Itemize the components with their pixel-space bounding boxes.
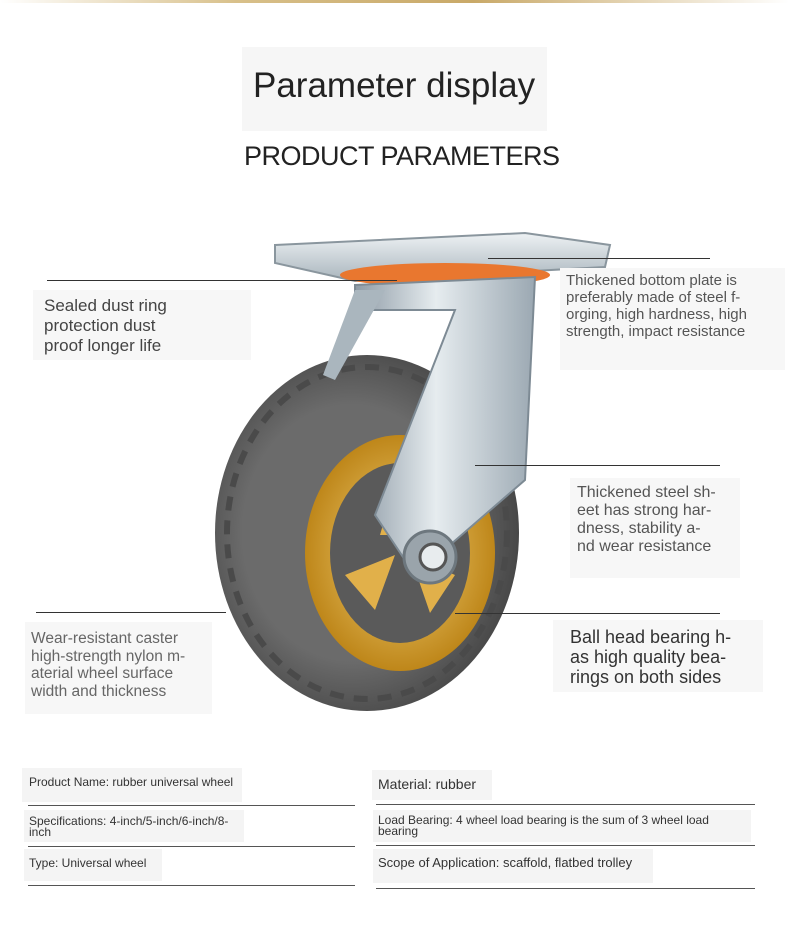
callout-steel-sheet-line: Thickened steel sh- <box>577 484 716 501</box>
spec-box-product-name <box>22 768 242 802</box>
spec-box-scope <box>373 849 653 883</box>
callout-bearing-line: as high quality bea- <box>570 647 727 667</box>
callout-bottom-plate-line: preferably made of steel f- <box>566 289 741 306</box>
callout-bearing: Ball head bearing h- as high quality bea… <box>570 627 731 687</box>
spec-material: Material: rubber <box>378 776 477 792</box>
spec-specifications: Specifications: 4-inch/5-inch/6-inch/8-i… <box>29 814 229 839</box>
callout-caster-line: width and thickness <box>31 682 167 700</box>
leader-line-dust-ring <box>47 280 397 281</box>
callout-box-steel-sheet <box>570 478 740 578</box>
callout-caster: Wear-resistant caster high-strength nylo… <box>31 630 185 700</box>
callout-caster-line: Wear-resistant caster <box>31 630 179 647</box>
top-accent-line <box>0 0 789 3</box>
callout-dust-ring-line: Sealed dust ring <box>44 296 167 315</box>
callout-dust-ring-line: proof longer life <box>44 336 162 355</box>
callout-dust-ring-line: protection dust <box>44 316 156 335</box>
leader-line-bottom-plate <box>488 258 710 259</box>
callout-steel-sheet-line: eet has strong har- <box>577 502 712 519</box>
callout-steel-sheet-line: nd wear resistance <box>577 538 712 555</box>
spec-box-material <box>372 770 492 800</box>
callout-caster-line: aterial wheel surface <box>31 665 174 682</box>
spec-box-type <box>24 849 162 881</box>
spec-box-specifications <box>24 810 244 842</box>
leader-line-bearing <box>455 613 720 614</box>
spec-divider <box>376 804 755 805</box>
spec-type: Type: Universal wheel <box>29 856 147 870</box>
page-subtitle: PRODUCT PARAMETERS <box>244 141 560 171</box>
callout-box-dust-ring <box>33 290 251 360</box>
spec-divider <box>28 846 355 847</box>
callout-steel-sheet: Thickened steel sh- eet has strong har- … <box>577 484 716 556</box>
callout-box-bottom-plate <box>560 268 785 370</box>
page-title: Parameter display <box>253 66 536 105</box>
spec-product-name: Product Name: rubber universal wheel <box>29 775 234 789</box>
callout-dust-ring: Sealed dust ring protection dust proof l… <box>44 296 167 356</box>
title-background <box>242 47 547 131</box>
callout-bottom-plate: Thickened bottom plate is preferably mad… <box>566 272 747 340</box>
spec-load-bearing: Load Bearing: 4 wheel load bearing is th… <box>378 813 709 838</box>
spec-divider <box>28 885 355 886</box>
callout-bottom-plate-line: orging, high hardness, high <box>566 306 747 323</box>
callout-bearing-line: rings on both sides <box>570 667 722 687</box>
spec-divider <box>28 805 355 806</box>
callout-box-bearing <box>553 620 763 692</box>
callout-steel-sheet-line: dness, stability a- <box>577 520 701 537</box>
leader-line-caster <box>36 612 226 613</box>
callout-bearing-line: Ball head bearing h- <box>570 627 732 647</box>
leader-line-steel-sheet <box>475 465 720 466</box>
spec-box-load-bearing <box>373 810 751 842</box>
callout-caster-line: high-strength nylon m- <box>31 647 186 665</box>
callout-bottom-plate-line: strength, impact resistance <box>566 323 746 340</box>
spec-divider <box>376 888 755 889</box>
callout-bottom-plate-line: Thickened bottom plate is <box>566 272 737 289</box>
spec-divider <box>376 845 755 846</box>
caster-wheel-image <box>215 231 612 711</box>
callout-box-caster <box>25 622 212 714</box>
spec-scope: Scope of Application: scaffold, flatbed … <box>378 855 633 870</box>
